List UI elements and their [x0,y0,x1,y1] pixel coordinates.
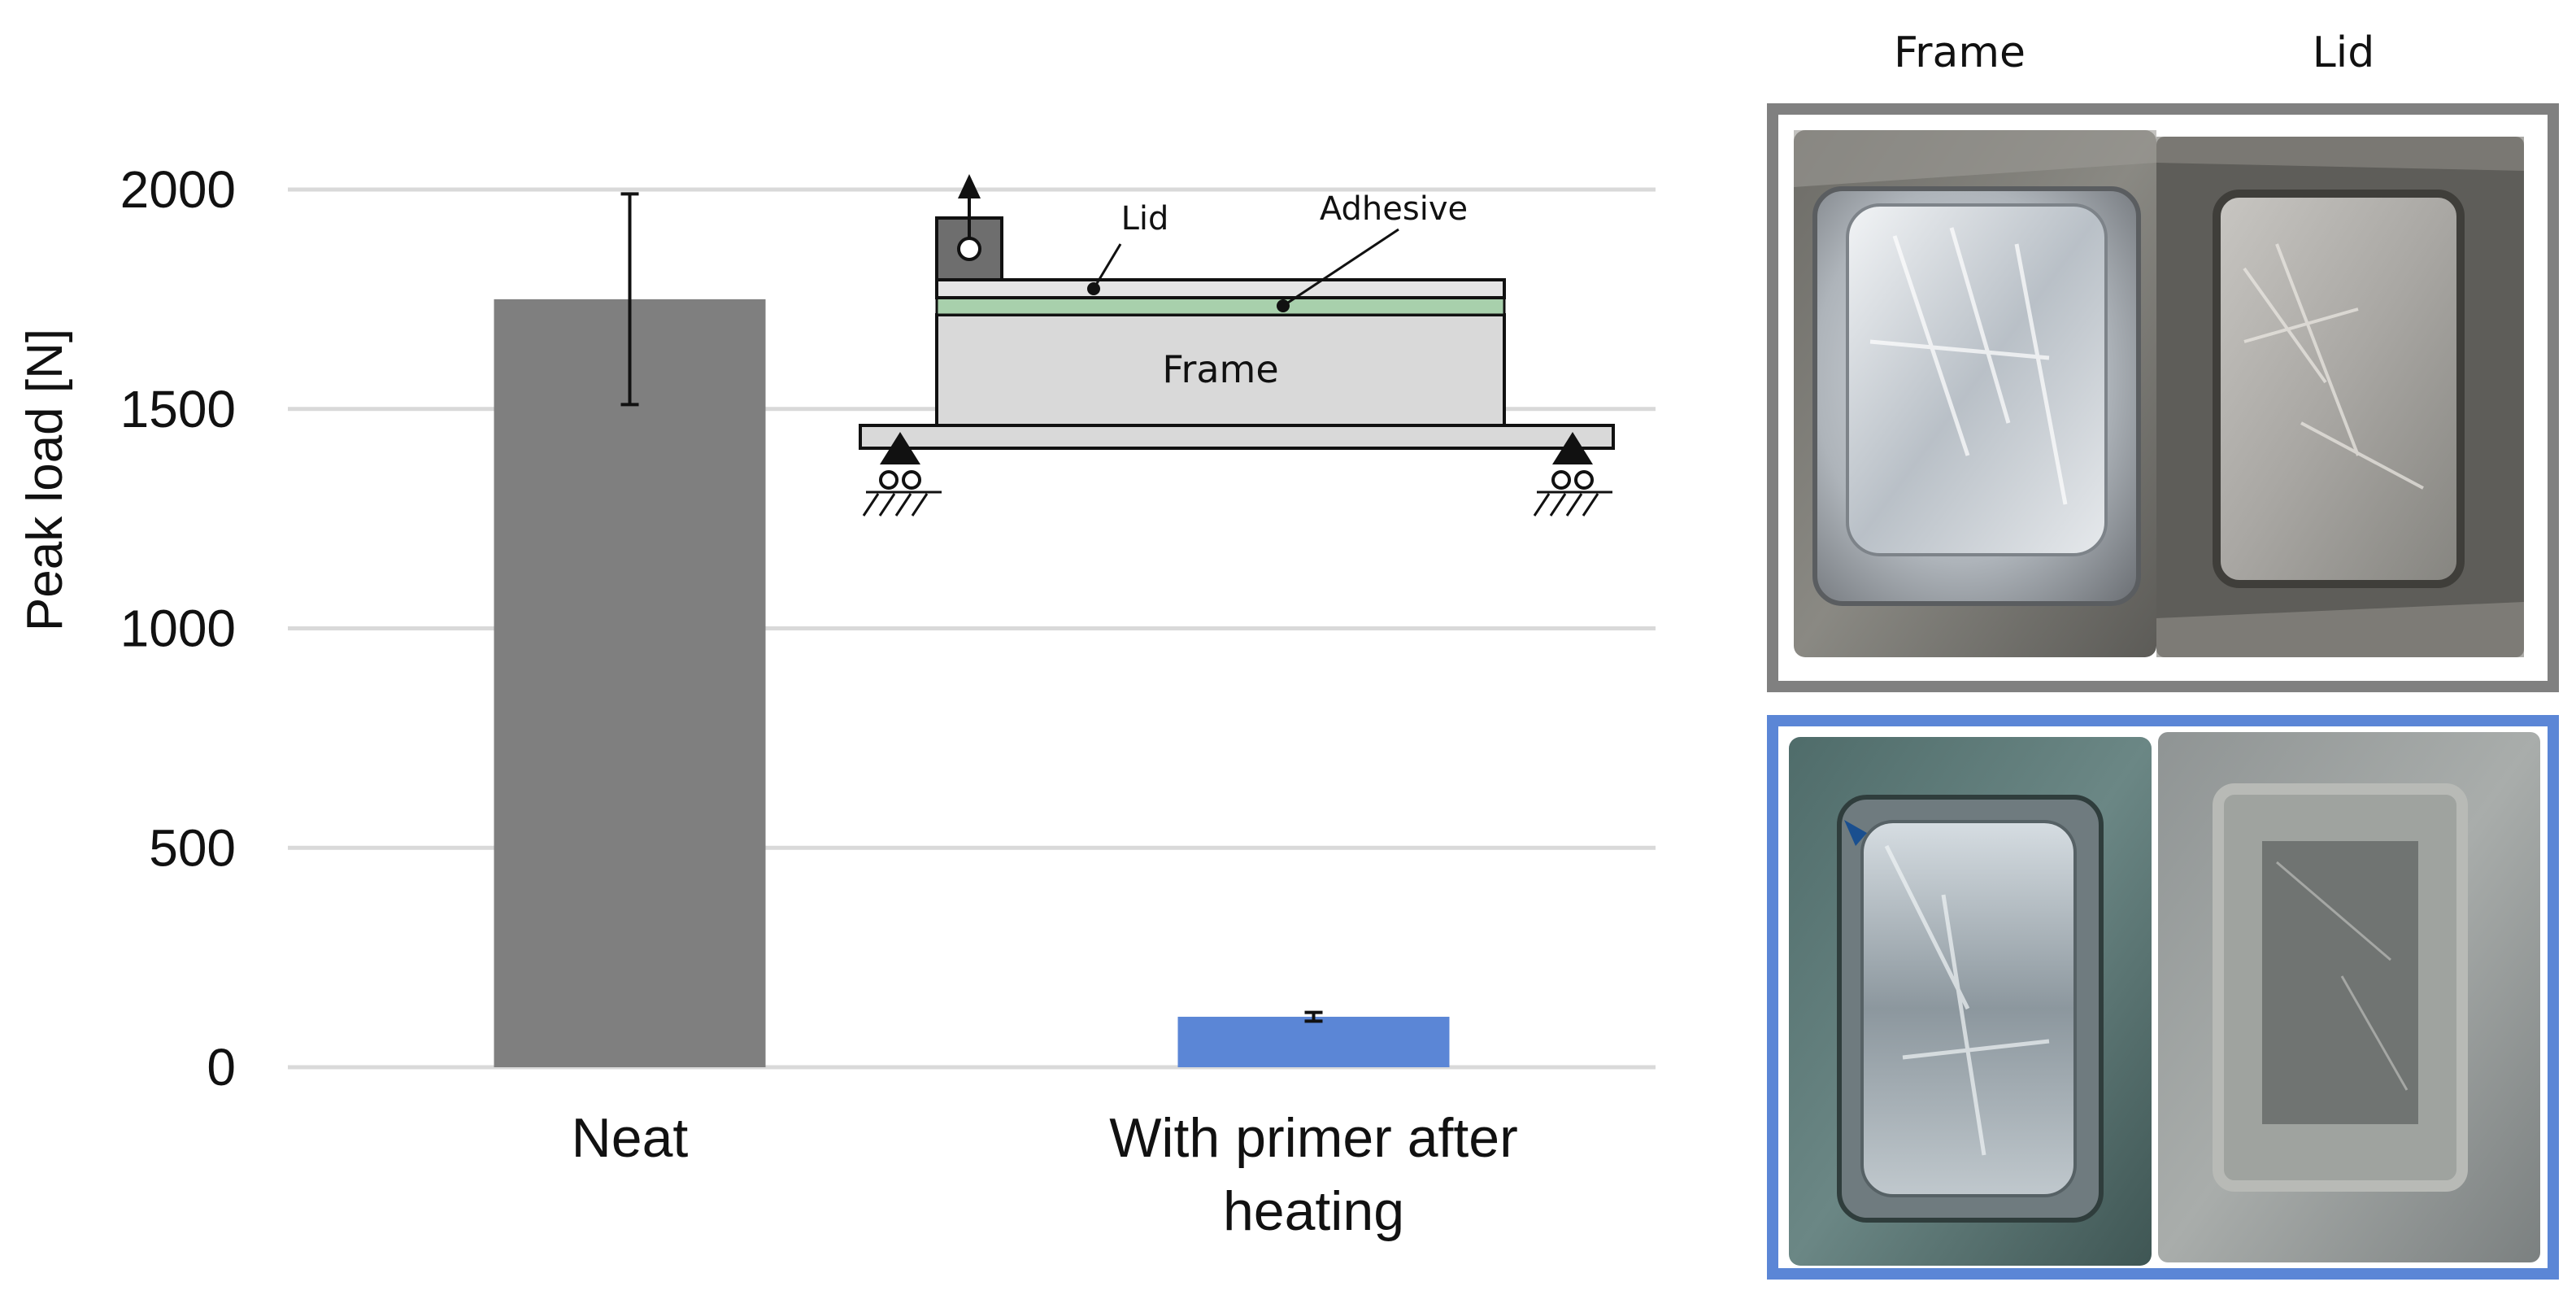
adhesive-leader-dot [1277,299,1290,312]
photo-neat [1767,103,2559,692]
lid-leader-dot [1087,282,1100,295]
y-tick-label: 1500 [120,380,236,438]
test-setup-schematic: Lid Adhesive Frame [859,174,1615,517]
photo-primer [1767,715,2559,1280]
right-support [1533,432,1612,517]
bar-1 [1177,1016,1450,1067]
lid-leader [1092,243,1122,290]
y-tick-labels: 0 500 1000 1500 2000 [120,160,236,1097]
left-support [862,432,942,517]
x-tick-label: heating [1223,1180,1404,1242]
x-tick-label: With primer after [1109,1107,1518,1169]
load-pin [957,237,981,261]
x-tick-labels: Neat With primer after heating [572,1107,1518,1242]
y-tick-label: 500 [149,818,236,877]
adhesive-layer [935,296,1506,316]
support-triangle-icon [1552,432,1593,464]
lid-label: Lid [1121,200,1169,238]
adhesive-label: Adhesive [1320,190,1468,228]
y-tick-label: 1000 [120,600,236,658]
base-plate [859,424,1615,450]
x-tick-label: Neat [572,1107,689,1169]
y-tick-label: 0 [207,1038,236,1097]
adhesive-leader [1282,228,1399,307]
bar-0 [494,299,766,1067]
frame-label: Frame [1162,347,1278,391]
lid-plate [935,278,1506,299]
roller-icon [1574,470,1594,490]
roller-icon [902,470,921,490]
photo-col-lid: Lid [2313,28,2374,77]
load-arrowhead-icon [958,174,981,198]
y-axis-label: Peak load [N] [17,329,73,631]
roller-icon [1551,470,1571,490]
support-triangle-icon [880,432,920,464]
photo-col-frame: Frame [1894,28,2026,77]
bar-chart: 0 500 1000 1500 2000 Neat With primer after he… [17,160,1656,1242]
frame-block [935,313,1506,427]
error-bars [620,192,1323,1023]
roller-icon [879,470,899,490]
bars [494,299,1450,1067]
specimen-photos: Frame Lid [1767,28,2559,1280]
y-tick-label: 2000 [120,160,236,219]
